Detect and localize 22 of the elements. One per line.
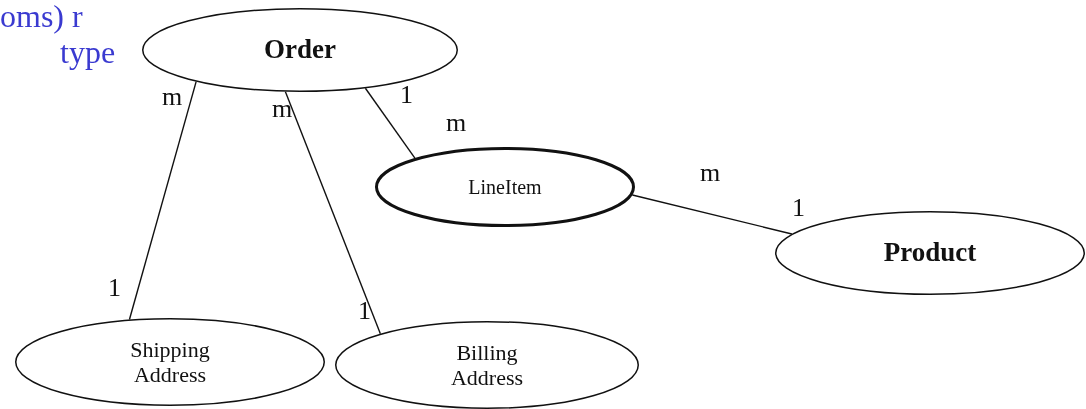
- multiplicity-label: m: [446, 110, 467, 136]
- multiplicity-label: 1: [792, 195, 805, 221]
- multiplicity-label: m: [272, 96, 293, 122]
- entity-ellipse: [375, 147, 635, 227]
- entity-name: Billing Address: [449, 339, 525, 391]
- connector-line: [364, 87, 416, 159]
- connector-line: [128, 80, 197, 321]
- entity-ellipse: [15, 318, 325, 406]
- multiplicity-label: 1: [358, 298, 371, 324]
- entity-name: LineItem: [467, 175, 543, 199]
- connector-line: [631, 194, 793, 235]
- connector-line: [284, 91, 382, 335]
- multiplicity-label: 1: [108, 275, 121, 301]
- text-fragment: oms) r: [0, 0, 83, 32]
- entity-name: Order: [263, 34, 337, 66]
- text-fragment: type: [60, 36, 116, 68]
- multiplicity-label: m: [700, 160, 721, 186]
- multiplicity-label: 1: [400, 82, 413, 108]
- entity-name: Shipping Address: [129, 336, 211, 388]
- entity-ellipse: [335, 321, 639, 409]
- entity-name: Product: [882, 237, 978, 269]
- multiplicity-label: m: [162, 84, 183, 110]
